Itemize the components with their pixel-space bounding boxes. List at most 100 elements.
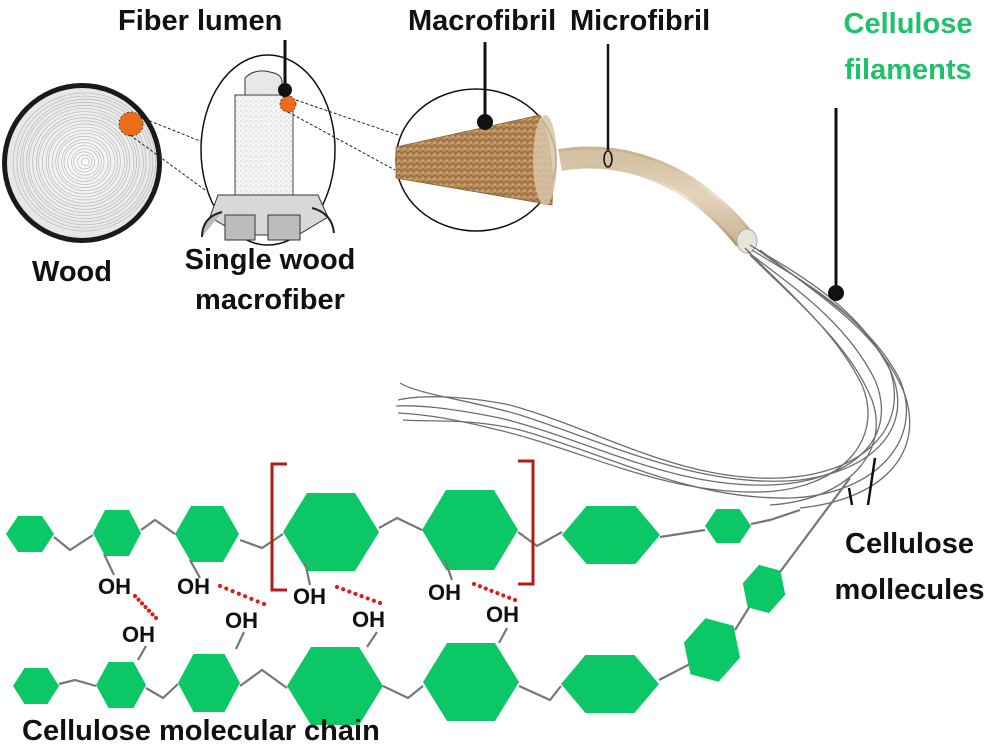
- growth-ring: [67, 145, 102, 179]
- glucose-ring: [13, 668, 59, 704]
- glucose-ring: [423, 643, 519, 721]
- hbond-dot: [471, 581, 477, 587]
- glucose-ring: [561, 655, 659, 713]
- lower-cellulose-chain: [13, 564, 786, 725]
- growth-ring: [32, 111, 137, 213]
- hbond-dot: [341, 587, 346, 592]
- glucose-ring: [742, 564, 786, 614]
- glucose-ring: [683, 618, 741, 682]
- label-macrofibril: Macrofibril: [408, 5, 557, 37]
- hbond-dot: [489, 588, 494, 593]
- growth-ring: [73, 151, 95, 173]
- bond-line: [145, 683, 179, 700]
- growth-ring: [57, 136, 112, 188]
- glucose-ring: [562, 506, 660, 564]
- growth-ring: [55, 132, 116, 192]
- hbond-dot: [261, 601, 267, 607]
- hbond-dot: [132, 593, 138, 599]
- label-fiber-lumen: Fiber lumen: [118, 5, 283, 37]
- oh-stem: [498, 627, 508, 644]
- label-wood: Wood: [32, 256, 112, 288]
- hbond-dot: [243, 594, 248, 599]
- filament-strand: [749, 254, 877, 506]
- hbond-dot: [353, 591, 358, 596]
- wood-callout-dot: [118, 111, 144, 137]
- hbond-dot: [255, 599, 260, 604]
- bond-line: [750, 508, 801, 526]
- bond-line: [382, 685, 424, 700]
- oh-upper-4: OH: [428, 580, 461, 605]
- growth-ring: [16, 95, 154, 229]
- zoom-line: [287, 111, 396, 171]
- glucose-ring: [287, 647, 383, 725]
- bond-line: [517, 531, 563, 548]
- hbond-dot: [377, 600, 383, 606]
- growth-ring: [71, 148, 100, 176]
- label-microfibril: Microfibril: [570, 5, 711, 37]
- single-fiber-icon: [200, 54, 336, 246]
- growth-ring: [45, 123, 125, 201]
- hbond-dot: [146, 608, 152, 613]
- growth-ring: [38, 117, 131, 207]
- growth-ring: [51, 129, 118, 195]
- hbond-dot: [136, 597, 141, 602]
- oh-upper-2: OH: [177, 574, 210, 599]
- macrofibril-dot: [477, 114, 493, 130]
- cellulose-filaments-dot: [828, 285, 844, 301]
- growth-ring: [41, 120, 128, 204]
- oh-upper-3: OH: [293, 584, 326, 609]
- label-molecular-chain: Cellulose molecular chain: [22, 715, 380, 747]
- glucose-ring: [178, 654, 240, 712]
- growth-ring: [20, 98, 151, 226]
- bond-line: [239, 533, 284, 550]
- hbond-dot: [483, 586, 488, 591]
- hbond-dot: [143, 604, 148, 610]
- bond-line: [779, 477, 851, 573]
- fiber-callout-dot: [279, 95, 297, 113]
- filament-strand: [397, 249, 896, 479]
- repeat-unit-bracket-left: [270, 462, 287, 592]
- growth-ring: [35, 114, 135, 210]
- oh-stem: [189, 559, 201, 579]
- growth-ring: [61, 139, 109, 185]
- oh-lower-3: OH: [352, 607, 385, 632]
- glucose-ring: [93, 510, 141, 556]
- filament-strand: [399, 244, 899, 482]
- zoom-line: [129, 134, 206, 191]
- hbond-dot: [139, 601, 145, 606]
- bond-line: [659, 528, 706, 539]
- fiber-lumen-dot: [278, 83, 292, 97]
- cellulose-molecules-pointer: [866, 457, 877, 506]
- growth-ring: [12, 92, 156, 232]
- label-cellulose-filaments-2: filaments: [844, 54, 972, 86]
- bond-line: [239, 668, 288, 689]
- filament-strand: [759, 249, 911, 509]
- hbond-dot: [230, 589, 235, 594]
- hbond-dot: [249, 596, 254, 601]
- oh-stem: [137, 645, 147, 661]
- oh-stem: [443, 559, 454, 581]
- filament-strand: [397, 247, 869, 493]
- glucose-ring: [96, 662, 146, 708]
- label-cellulose-molecules-2: mollecules: [834, 574, 985, 606]
- oh-upper-1: OH: [98, 574, 131, 599]
- zoom-line: [139, 116, 206, 144]
- bond-line: [53, 534, 94, 552]
- upper-cellulose-chain: [6, 490, 751, 571]
- repeat-unit-bracket-right: [518, 459, 535, 586]
- hbond-dot: [371, 598, 376, 603]
- hbond-dot: [359, 594, 364, 599]
- growth-ring: [63, 142, 105, 182]
- oh-lower-2: OH: [225, 608, 258, 633]
- oh-stem: [303, 561, 312, 586]
- growth-ring: [80, 157, 90, 167]
- hbond-dot: [365, 596, 370, 601]
- hbond-dot: [217, 583, 223, 589]
- oh-lower-4: OH: [486, 602, 519, 627]
- bond-line: [734, 605, 751, 631]
- hbond-dot: [501, 593, 506, 598]
- cellulose-filaments: [395, 244, 911, 509]
- glucose-ring: [705, 509, 751, 543]
- bond-line: [658, 663, 691, 681]
